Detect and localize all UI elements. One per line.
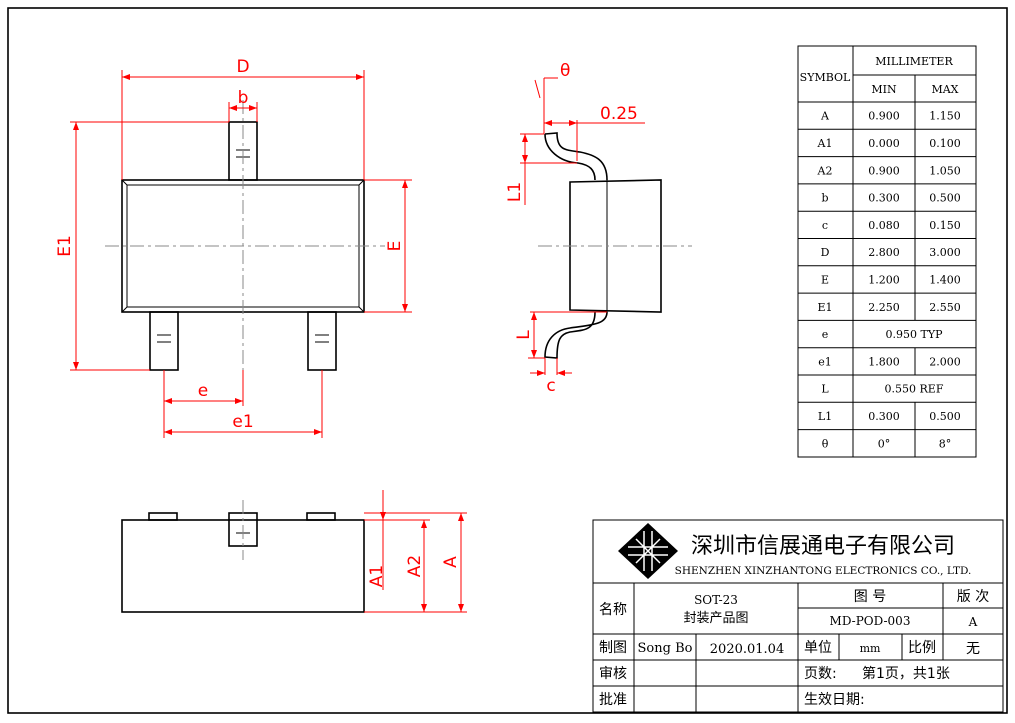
dim-label-e1: e1: [232, 412, 253, 432]
table-cell-min: 0°: [878, 437, 891, 450]
top-view: [70, 70, 412, 438]
table-cell-value: 0.950 TYP: [886, 328, 944, 341]
table-header-unit: MILLIMETER: [875, 55, 953, 68]
dim-label-theta: θ: [560, 61, 570, 81]
dim-label-E: E: [385, 241, 405, 252]
company-name-en: SHENZHEN XINZHANTONG ELECTRONICS CO., LT…: [675, 565, 972, 577]
table-cell-max: 1.400: [929, 273, 961, 286]
table-cell-symbol: L: [821, 383, 829, 396]
effective-date-label: 生效日期:: [804, 692, 865, 708]
scale-label: 比例: [908, 640, 936, 656]
table-cell-symbol: A1: [817, 137, 833, 150]
dim-label-c: c: [546, 376, 555, 396]
dim-label-L: L: [514, 330, 534, 340]
pages-label: 页数:: [804, 666, 837, 682]
table-cell-symbol: A: [820, 110, 830, 123]
dim-label-A: A: [441, 556, 461, 568]
drawn-by: Song Bo: [638, 641, 693, 656]
table-header-max: MAX: [931, 83, 958, 96]
table-cell-symbol: A2: [817, 164, 833, 177]
table-cell-max: 0.100: [929, 137, 961, 150]
dim-label-b: b: [238, 88, 249, 108]
table-cell-max: 1.150: [929, 110, 961, 123]
table-cell-max: 2.550: [929, 301, 961, 314]
table-cell-symbol: E1: [817, 301, 832, 314]
table-cell-symbol: e1: [818, 355, 832, 368]
table-cell-max: 3.000: [929, 246, 961, 259]
table-cell-value: 0.550 REF: [885, 383, 944, 396]
table-cell-min: 1.200: [868, 273, 900, 286]
company-name-cn: 深圳市信展通电子有限公司: [691, 534, 955, 559]
table-cell-symbol: θ: [822, 437, 829, 450]
title-block: [592, 519, 1004, 713]
table-cell-min: 1.800: [868, 355, 900, 368]
unit: mm: [860, 642, 881, 655]
table-cell-symbol: E: [821, 273, 829, 286]
table-cell-min: 0.300: [868, 192, 900, 205]
part-description: 封装产品图: [683, 611, 748, 626]
pages: 第1页，共1张: [862, 665, 950, 682]
table-cell-symbol: D: [821, 246, 830, 259]
table-header-symbol: SYMBOL: [800, 71, 851, 84]
table-cell-min: 0.900: [868, 164, 900, 177]
table-cell-symbol: c: [822, 219, 828, 232]
bottom-left-lead: [149, 311, 179, 371]
version: A: [968, 615, 978, 629]
table-cell-max: 0.500: [929, 192, 961, 205]
date: 2020.01.04: [710, 642, 784, 657]
table-cell-max: 8°: [939, 437, 952, 450]
side-profile-view: [520, 77, 692, 376]
dim-label-A2: A2: [405, 555, 425, 577]
dim-label-e: e: [198, 381, 208, 401]
dim-label-E1: E1: [55, 235, 75, 257]
dim-label-0-25: 0.25: [600, 104, 638, 124]
table-cell-min: 0.080: [868, 219, 900, 232]
table-cell-min: 0.000: [868, 137, 900, 150]
scale: 无: [966, 641, 980, 657]
name-label: 名称: [599, 602, 627, 618]
table-cell-symbol: L1: [818, 410, 832, 423]
drawn-label: 制图: [599, 640, 627, 656]
company-logo: [618, 523, 678, 579]
drawing-number-label: 图 号: [854, 589, 886, 605]
dim-label-A1: A1: [367, 565, 387, 587]
table-header-min: MIN: [871, 83, 897, 96]
table-cell-min: 0.300: [868, 410, 900, 423]
approve-label: 批准: [599, 692, 627, 708]
dim-label-L1: L1: [505, 182, 525, 202]
version-label: 版 次: [957, 589, 989, 605]
drawing-frame: [7, 7, 1008, 714]
part-name: SOT-23: [694, 593, 738, 607]
table-cell-min: 2.800: [868, 246, 900, 259]
unit-label: 单位: [804, 640, 832, 656]
front-view: [121, 490, 467, 613]
dim-label-D: D: [236, 57, 249, 77]
table-cell-min: 2.250: [868, 301, 900, 314]
table-cell-max: 2.000: [929, 355, 961, 368]
table-cell-symbol: b: [821, 192, 828, 205]
table-cell-max: 1.050: [929, 164, 961, 177]
bottom-right-lead: [307, 311, 337, 371]
check-label: 审核: [599, 666, 627, 682]
table-cell-max: 0.500: [929, 410, 961, 423]
table-cell-max: 0.150: [929, 219, 961, 232]
table-cell-min: 0.900: [868, 110, 900, 123]
table-cell-symbol: e: [822, 328, 829, 341]
drawing-number: MD-POD-003: [830, 614, 911, 628]
